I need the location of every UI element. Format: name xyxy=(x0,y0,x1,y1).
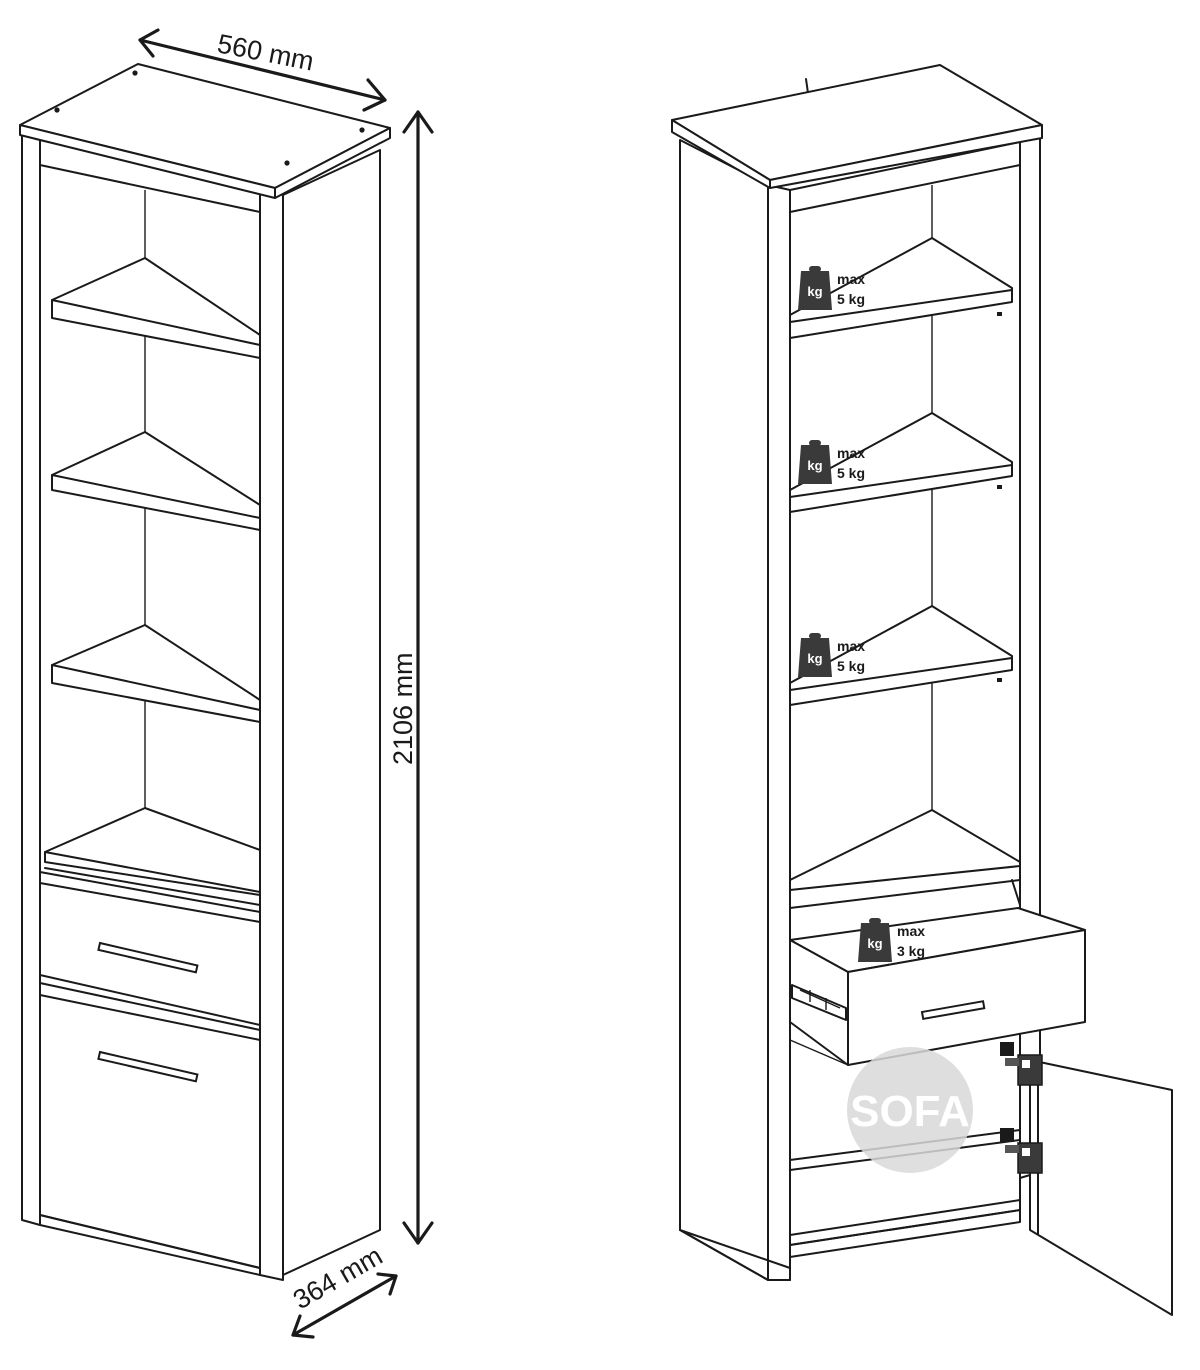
watermark-text: SOFA xyxy=(850,1087,970,1136)
top-board xyxy=(19,63,391,199)
side-panel-left xyxy=(21,134,41,1226)
load-label-line1: max xyxy=(837,271,865,287)
cabinet-door xyxy=(39,982,261,1269)
cabinet-closed xyxy=(19,63,391,1281)
load-label-line2: 5 kg xyxy=(837,658,865,674)
weight-icon: kg xyxy=(798,266,832,310)
weight-icon: kg xyxy=(798,440,832,484)
open-door xyxy=(1029,1059,1173,1316)
side-panel-right xyxy=(282,149,381,1276)
plinth-side-edge xyxy=(282,1229,381,1276)
open-drawer xyxy=(789,907,1086,1066)
hinge xyxy=(1000,1042,1043,1086)
shelf xyxy=(51,257,261,359)
plinth xyxy=(39,1214,261,1276)
watermark-circle xyxy=(847,1047,973,1173)
shelf xyxy=(789,237,1013,339)
load-label-line2: 5 kg xyxy=(837,465,865,481)
side-panel-left xyxy=(679,139,769,1281)
front-post xyxy=(259,189,284,1281)
weight-icon-glyph: kg xyxy=(807,651,822,666)
plinth xyxy=(679,1229,791,1281)
cabinet-open xyxy=(671,64,1173,1316)
weight-icon-glyph: kg xyxy=(867,936,882,951)
drawer-runner xyxy=(791,984,847,1021)
watermark-logo: SOFA xyxy=(847,1047,973,1173)
load-label-line1: max xyxy=(897,923,925,939)
hinge xyxy=(1000,1128,1043,1174)
front-post xyxy=(767,184,791,1281)
weight-icon-glyph: kg xyxy=(807,284,822,299)
weight-icon-glyph: kg xyxy=(807,458,822,473)
niche-floor xyxy=(789,809,1021,909)
weight-icon: kg xyxy=(798,633,832,677)
shelf xyxy=(51,624,261,723)
top-board xyxy=(671,64,1043,189)
niche-floor xyxy=(44,807,261,906)
drawer-handle xyxy=(920,1000,986,1021)
shelf xyxy=(51,431,261,531)
weight-icon: kg xyxy=(858,918,892,962)
top-rail xyxy=(789,141,1021,213)
drawer-handle xyxy=(97,941,199,974)
shelf xyxy=(789,412,1013,513)
load-label-line1: max xyxy=(837,445,865,461)
load-label-line2: 5 kg xyxy=(837,291,865,307)
drawer-front xyxy=(847,929,1086,1066)
height-label: 2106 mm xyxy=(388,652,418,765)
door-handle xyxy=(97,1050,199,1083)
drawer-front xyxy=(39,871,261,1026)
height-dimension: 2106 mm xyxy=(388,110,434,1245)
load-label-line2: 3 kg xyxy=(897,943,925,959)
shelf xyxy=(789,605,1013,706)
load-label-line1: max xyxy=(837,638,865,654)
